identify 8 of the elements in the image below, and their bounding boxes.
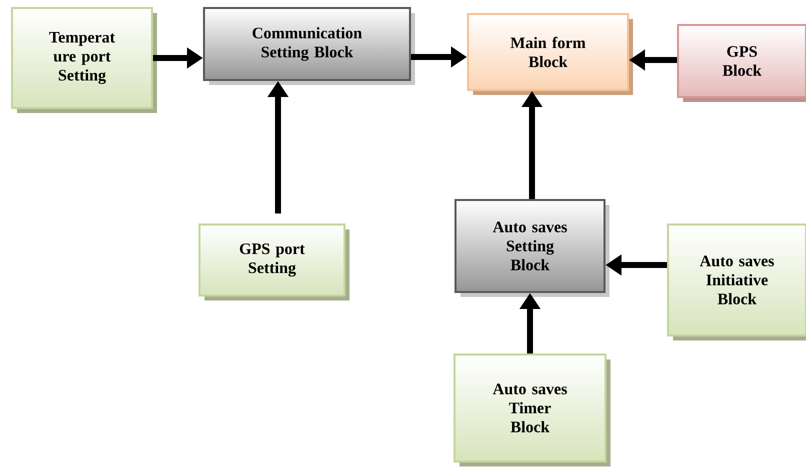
block-box: Auto saves Timer Block	[454, 354, 610, 466]
block-box: Communication Setting Block	[203, 7, 415, 85]
block-box: GPS port Setting	[198, 224, 350, 300]
block-box: Temperat ure port Setting	[11, 7, 157, 113]
block-box: Auto saves Initiative Block	[667, 224, 806, 340]
block-box: Auto saves Setting Block	[454, 199, 610, 297]
block-box: GPS Block	[677, 24, 806, 102]
block-box: Main form Block	[467, 13, 633, 95]
